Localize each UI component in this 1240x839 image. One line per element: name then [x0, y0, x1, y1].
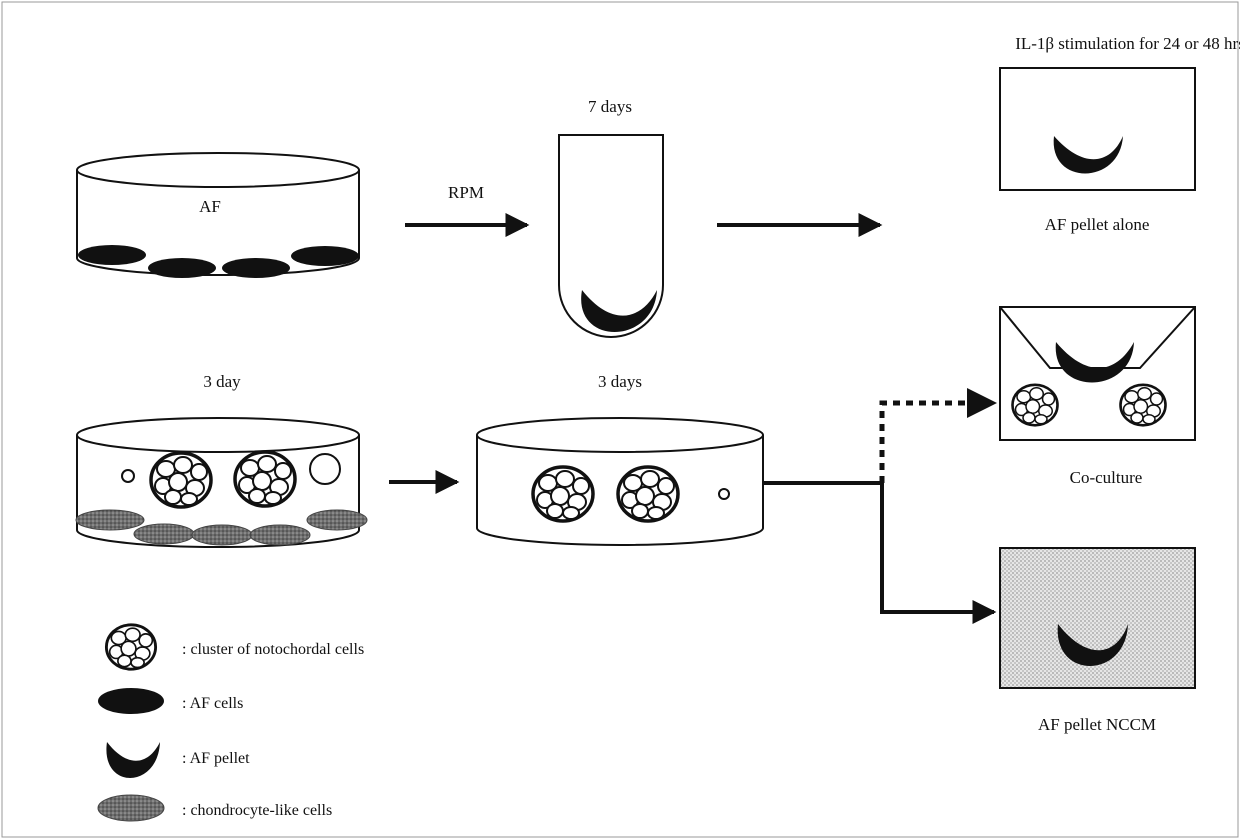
legend-text-chondrocyte: : chondrocyte-like cells [182, 802, 332, 819]
af-culture-dish [76, 152, 360, 278]
chondrocyte-like-cell-icon [97, 794, 165, 822]
notochordal-cluster [1119, 383, 1167, 427]
pellet-tube [558, 134, 664, 338]
notochordal-cluster-icon [104, 623, 158, 671]
notochordal-cluster [531, 465, 595, 523]
af-pellet-nccm-label: AF pellet NCCM [1038, 715, 1156, 734]
co-culture-box [999, 306, 1196, 441]
legend-text-af-pellet: : AF pellet [182, 750, 250, 767]
three-day-label: 3 day [203, 372, 241, 391]
notochordal-culture-dish [476, 417, 764, 546]
af-cell-icon [98, 688, 164, 714]
three-days-label: 3 days [598, 372, 642, 391]
notochordal-cluster [233, 450, 297, 508]
legend: : cluster of notochordal cells : AF cell… [97, 623, 364, 822]
notochordal-cluster [1011, 383, 1059, 427]
af-dish-label: AF [199, 197, 221, 216]
af-pellet-icon [106, 742, 160, 778]
stimulation-label: IL-1β stimulation for 24 or 48 hrs [1015, 34, 1240, 53]
co-culture-label: Co-culture [1070, 468, 1143, 487]
notochordal-cluster [616, 465, 680, 523]
rpm-label: RPM [448, 183, 484, 202]
co-culture-dashed-arrow [879, 388, 997, 483]
nccm-arrow [880, 483, 997, 624]
af-pellet-nccm-box [999, 547, 1196, 689]
af-pellet-alone-box [999, 67, 1196, 191]
seven-days-label: 7 days [588, 97, 632, 116]
notochordal-cluster [149, 451, 213, 509]
legend-text-af-cells: : AF cells [182, 695, 243, 712]
mixed-culture-dish [75, 417, 368, 548]
legend-text-cluster: : cluster of notochordal cells [182, 641, 364, 658]
af-pellet-alone-label: AF pellet alone [1045, 215, 1150, 234]
